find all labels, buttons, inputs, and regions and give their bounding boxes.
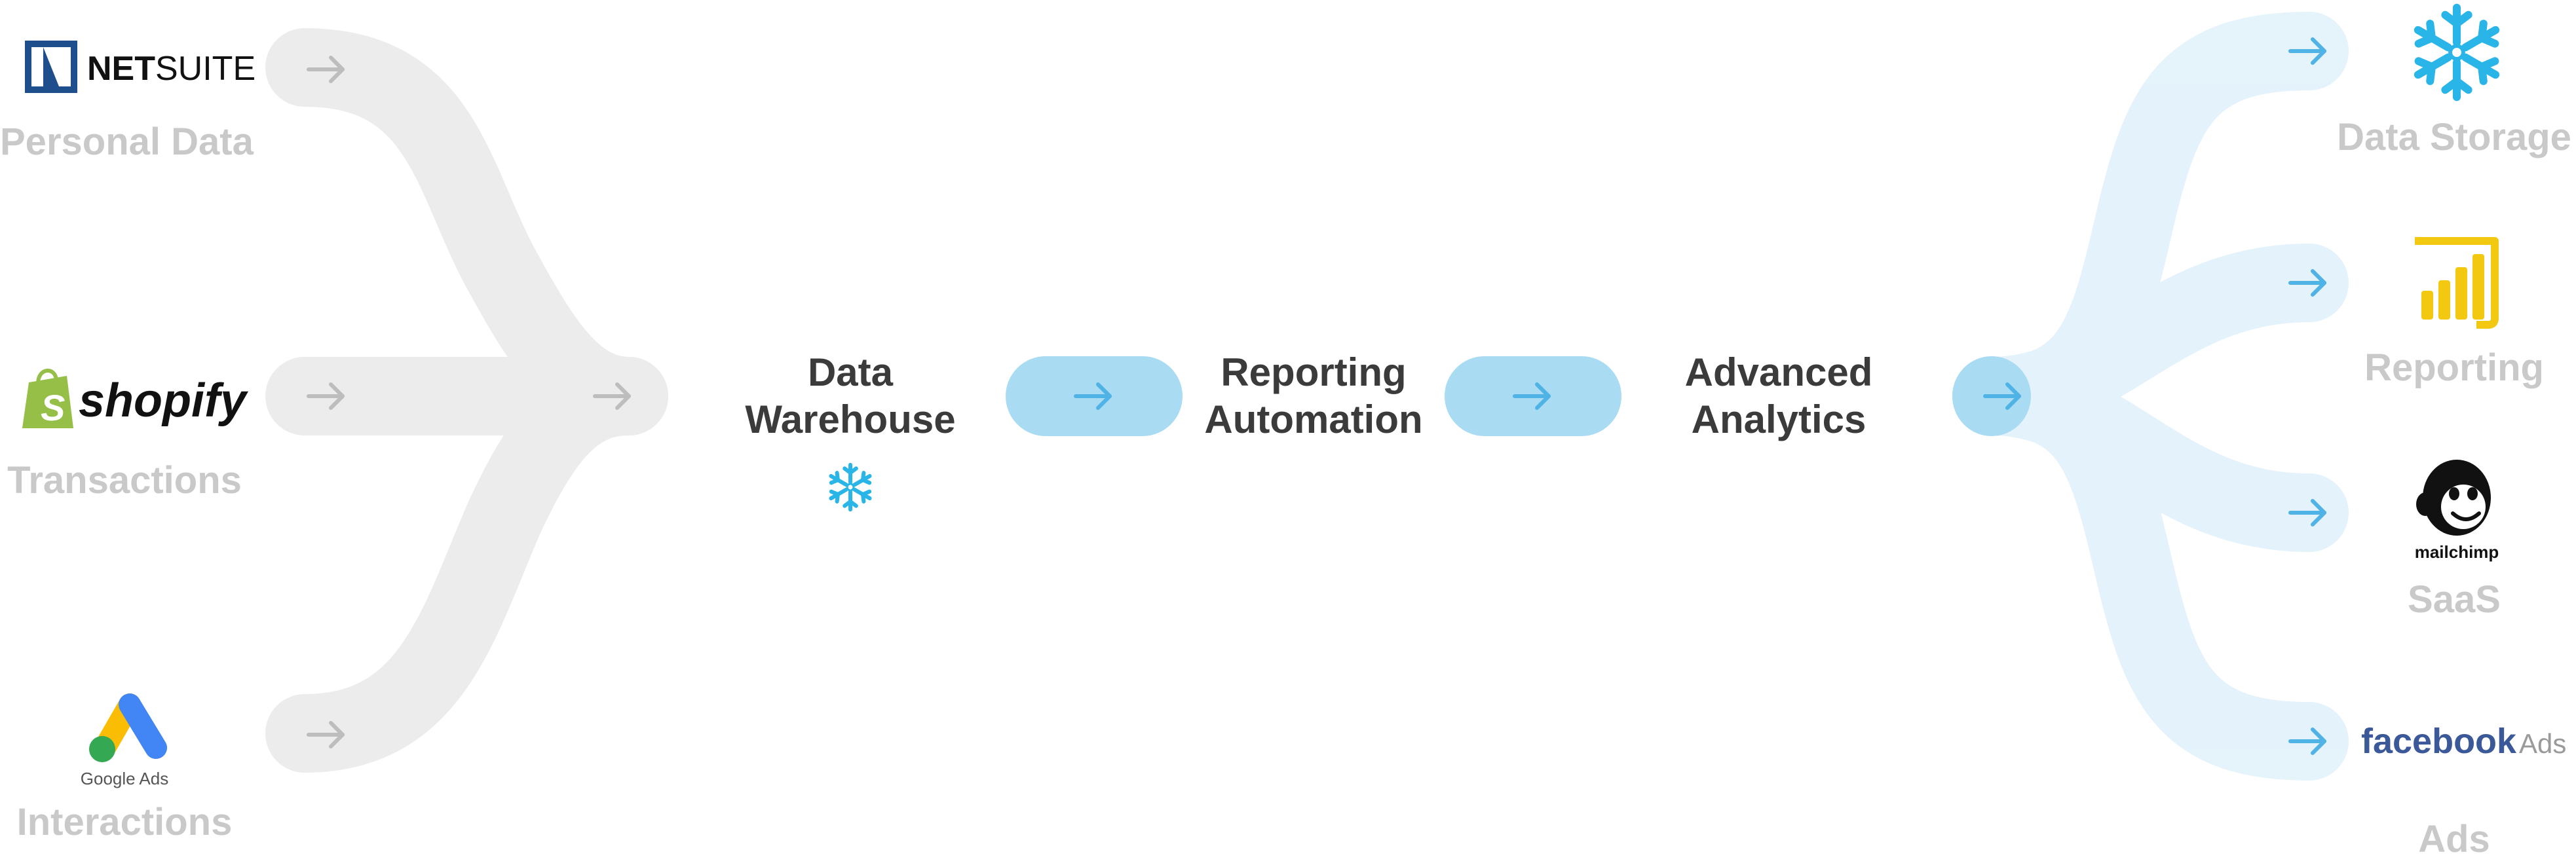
destination-flows: [1952, 12, 2349, 781]
facebook-ads-wordmark: Ads: [2519, 728, 2566, 759]
arrow-icon: [1513, 382, 1551, 410]
flow-ads: [1952, 357, 2349, 781]
source-label-transactions: Transactions: [7, 459, 242, 502]
stage-line: Reporting: [1221, 350, 1407, 394]
source-label-interactions: Interactions: [16, 801, 233, 843]
arrow-icon: [307, 721, 345, 748]
svg-text:S: S: [41, 387, 65, 428]
destination-label-saas: SaaS: [2408, 578, 2501, 621]
arrow-icon: [2288, 37, 2326, 65]
stage-reporting-automation: Reporting Automation: [1173, 349, 1454, 443]
facebook-wordmark: facebook: [2361, 722, 2517, 761]
destination-label-ads: Ads: [2418, 818, 2490, 860]
arrow-icon: [307, 382, 345, 410]
blue-arrows: [1074, 37, 2326, 755]
source-flows: [265, 28, 668, 773]
netsuite-logo: NETSUITE: [25, 41, 256, 93]
mailchimp-wordmark: mailchimp: [2415, 542, 2499, 562]
stage-line: Data: [807, 350, 894, 394]
stage-advanced-analytics: Advanced Analytics: [1638, 349, 1920, 443]
destination-label-reporting: Reporting: [2364, 346, 2544, 389]
stage-line: Analytics: [1691, 397, 1866, 441]
shopify-logo: S shopify: [22, 369, 249, 428]
google-ads-wordmark: Google Ads: [81, 769, 168, 788]
mailchimp-logo: mailchimp: [2415, 460, 2499, 562]
source-label-personal-data: Personal Data: [0, 120, 254, 163]
stage-line: Advanced: [1684, 350, 1873, 394]
arrow-icon: [2288, 269, 2326, 297]
flow-personal-data: [265, 28, 668, 435]
google-ads-logo: Google Ads: [81, 693, 168, 788]
stage-line: Automation: [1204, 397, 1423, 441]
destination-label-data-storage: Data Storage: [2337, 116, 2571, 158]
source-arrows: [307, 56, 631, 748]
arrow-icon: [1983, 382, 2021, 410]
arrow-icon: [307, 56, 345, 83]
snowflake-icon: [2412, 8, 2501, 97]
arrow-icon: [2288, 727, 2326, 755]
shopify-wordmark: shopify: [79, 375, 249, 427]
arrow-icon: [593, 382, 631, 410]
stage-line: Warehouse: [745, 397, 956, 441]
arrow-icon: [1074, 382, 1112, 410]
flow-interactions: [265, 357, 668, 773]
facebook-ads-logo: facebook Ads: [2361, 722, 2566, 761]
snowflake-icon: [828, 465, 873, 509]
arrow-icon: [2288, 499, 2326, 526]
power-bi-icon: [2415, 237, 2499, 329]
netsuite-wordmark: NETSUITE: [87, 50, 256, 88]
stage-data-warehouse: Data Warehouse: [726, 349, 975, 443]
